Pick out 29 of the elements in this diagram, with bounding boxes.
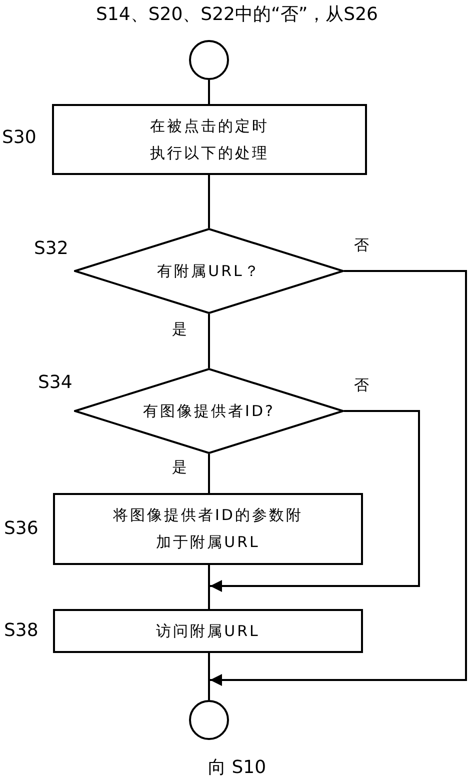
step-text: 访问附属URL [156,620,260,642]
step-text: 有图像提供者ID? [143,400,275,422]
decision-diamond [74,368,344,454]
edge-label: 是 [170,320,189,338]
step-text: 有附属URL？ [157,260,261,282]
connector-note: 向 S10 [206,757,268,779]
connector-line [208,314,210,368]
decision-diamond [74,228,344,314]
connector-line [208,653,210,700]
edge-label: 否 [352,236,371,254]
edge-label: 否 [352,376,371,394]
edge-label: 是 [170,458,189,476]
connector-line [208,565,210,609]
connector-note: S14、S20、S22中的“否”，从S26 [95,4,379,26]
step-number: S32 [34,238,70,260]
connector-line [208,80,210,104]
process-box [52,104,367,175]
process-box [53,493,363,565]
step-number: S36 [4,518,40,540]
step-text: 在被点击的定时执行以下的处理 [149,116,270,164]
step-number: S30 [2,127,38,149]
arrow [210,410,420,592]
connector-line [208,454,210,493]
arrow [210,270,467,686]
process-box [53,609,363,653]
step-number: S34 [38,372,74,394]
step-number: S38 [4,620,40,642]
step-text: 将图像提供者ID的参数附加于附属URL [113,505,303,553]
connector-line [208,175,210,228]
